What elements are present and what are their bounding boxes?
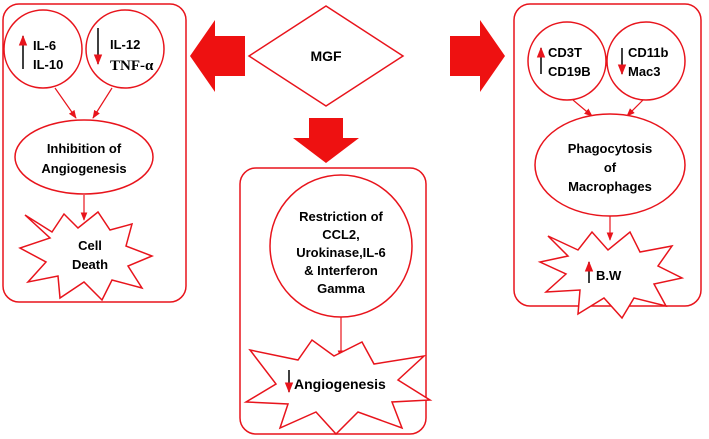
left-oval-inhibition <box>14 119 154 195</box>
bottom-circle-line2: CCL2, <box>322 227 360 242</box>
left-connector-2 <box>92 87 113 119</box>
right-oval-line2: of <box>604 160 617 175</box>
left-oval-line1: Inhibition of <box>47 141 122 156</box>
left-burst-line1: Cell <box>78 238 102 253</box>
right-circle-downregulated <box>606 21 686 101</box>
left-burst-cell-death <box>18 210 155 302</box>
bottom-circle-line4: & Interferon <box>304 263 378 278</box>
left-connector-1 <box>54 87 77 119</box>
down-block-arrow <box>293 118 359 163</box>
mgf-label: MGF <box>310 48 342 64</box>
right-circle-down-line1: CD11b <box>628 45 669 60</box>
bottom-burst-label: Angiogenesis <box>294 376 386 392</box>
left-oval-line2: Angiogenesis <box>41 161 126 176</box>
right-oval-line3: Macrophages <box>568 179 652 194</box>
right-circle-upregulated <box>527 21 607 101</box>
right-oval-line1: Phagocytosis <box>568 141 653 156</box>
left-circle-down-line2: TNF-α <box>110 58 154 74</box>
right-circle-down-line2: Mac3 <box>628 64 661 79</box>
right-block-arrow <box>450 20 505 92</box>
left-panel-box <box>2 3 187 303</box>
right-circle-up-line1: CD3T <box>548 45 582 60</box>
bottom-circle-line5: Gamma <box>317 281 365 296</box>
right-burst-label: B.W <box>596 268 622 283</box>
bottom-panel-box <box>239 167 427 435</box>
bottom-burst-angiogenesis <box>243 338 433 436</box>
right-circle-up-line2: CD19B <box>548 64 591 79</box>
left-circle-down-line1: IL-12 <box>110 37 140 52</box>
left-burst-line2: Death <box>72 257 108 272</box>
left-circle-up-line1: IL-6 <box>33 38 56 53</box>
bottom-circle-line3: Urokinase,IL-6 <box>296 245 386 260</box>
right-connector-2 <box>626 99 644 117</box>
left-circle-downregulated <box>85 9 165 89</box>
right-connector-1 <box>572 99 593 117</box>
bottom-circle-line1: Restriction of <box>299 209 383 224</box>
left-block-arrow <box>190 20 245 92</box>
right-burst-bw <box>537 230 685 320</box>
right-panel-box <box>513 3 702 307</box>
left-circle-up-line2: IL-10 <box>33 57 63 72</box>
mgf-diamond <box>247 5 405 107</box>
